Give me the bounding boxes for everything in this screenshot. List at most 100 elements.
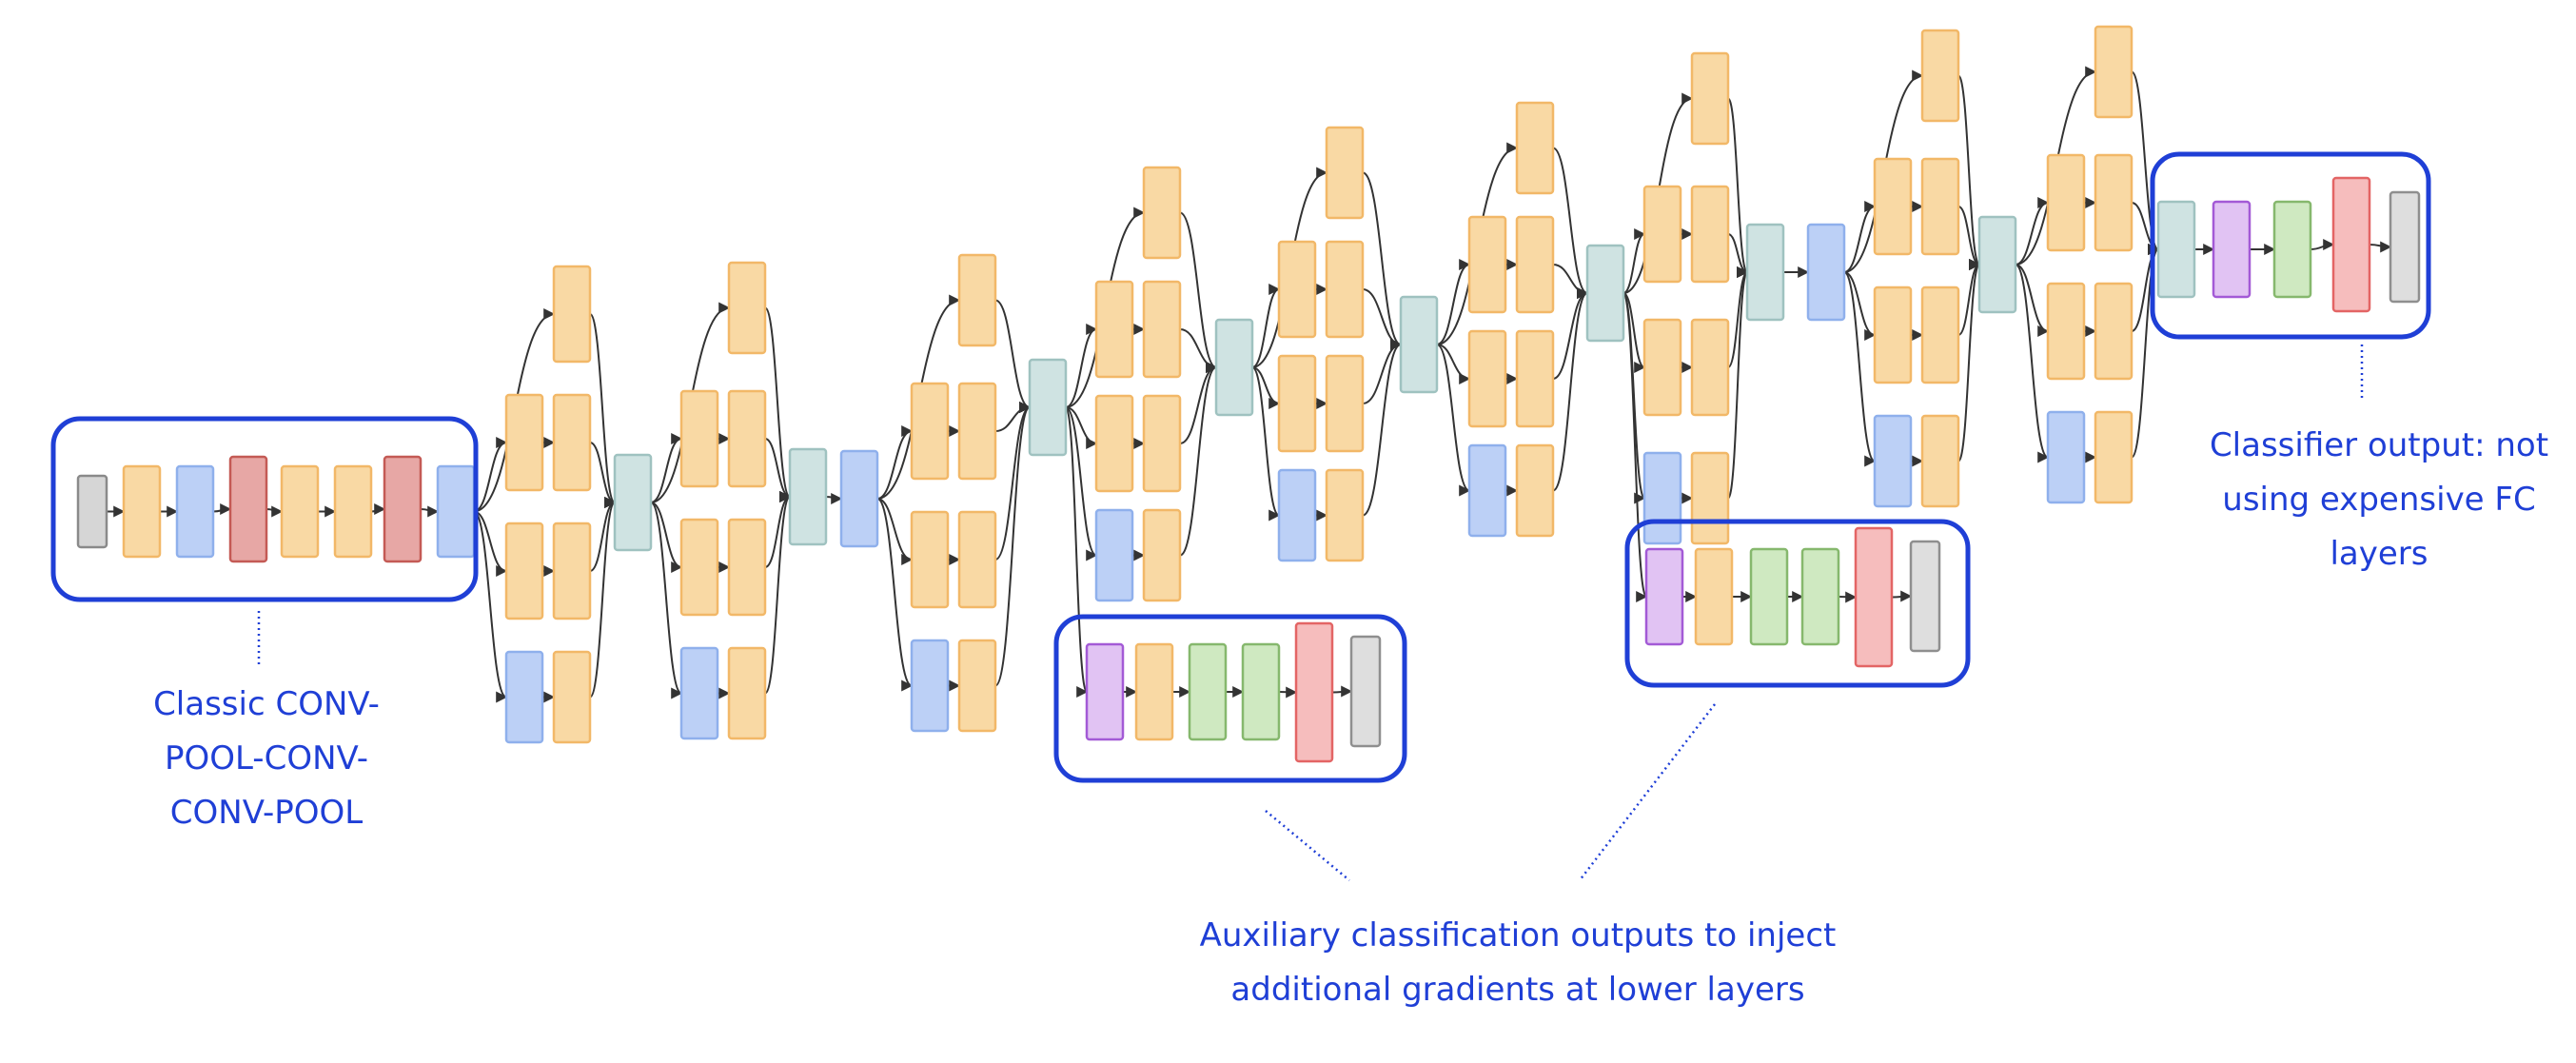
pool-layer-block (1873, 414, 1913, 508)
pool-layer-block (679, 646, 719, 740)
concat-layer-block (1028, 358, 1068, 457)
edge-arrow (994, 402, 1032, 687)
edge-arrow (265, 505, 284, 518)
softact-layer-block (2331, 176, 2371, 313)
conv-layer-block (552, 650, 592, 744)
softmax-layer-block (1349, 635, 1382, 748)
edge-arrow (2369, 241, 2392, 253)
edge-arrow (1436, 344, 1471, 497)
stem-caption: Classic CONV- POOL-CONV- CONV-POOL (124, 678, 409, 840)
edge-arrow (1957, 74, 1981, 270)
fc-layer-block (1800, 547, 1840, 646)
avgpool-layer-block (1085, 642, 1125, 741)
conv-layer-block (1515, 215, 1555, 314)
edge-arrow (1552, 287, 1589, 492)
stem-highlight-box (50, 416, 479, 602)
edge-arrow (994, 299, 1032, 413)
concat-layer-block (613, 453, 653, 552)
edge-arrow (1552, 147, 1589, 299)
edge-arrow (876, 425, 914, 500)
conv-layer-block (1094, 394, 1134, 493)
edge-arrow (1622, 292, 1648, 602)
fc-layer-block (1188, 642, 1228, 741)
auxiliary-leader-line-1 (1265, 810, 1350, 881)
edge-arrow (1957, 259, 1981, 463)
conv-layer-block (2094, 153, 2134, 252)
edge-arrow (994, 402, 1032, 561)
edge-arrow (473, 510, 508, 577)
edge-arrow (650, 502, 683, 573)
conv-layer-block (1515, 101, 1555, 195)
conv-layer-block (1873, 285, 1913, 384)
edge-arrow (1843, 271, 1877, 467)
avgpool-layer-block (2212, 200, 2252, 299)
conv-layer-block (1277, 354, 1317, 453)
pool-layer-block (839, 449, 879, 548)
conv-layer-block (1920, 414, 1960, 508)
conv-layer-block (1690, 185, 1730, 284)
auxiliary-caption-line-1: Auxiliary classification outputs to inje… (1199, 916, 1837, 955)
conv-layer-block (2094, 410, 2134, 504)
edge-arrow (473, 437, 508, 513)
edge-arrow (1331, 685, 1353, 698)
edge-arrow (1278, 686, 1298, 699)
conv-layer-block (679, 518, 719, 617)
fc-layer-block (1749, 547, 1789, 646)
pool-layer-block (504, 650, 544, 744)
edge-arrow (1251, 366, 1281, 522)
pool-layer-block (2046, 410, 2086, 504)
conv-layer-block (1277, 240, 1317, 339)
conv-layer-block (727, 389, 767, 488)
conv-layer-block (552, 522, 592, 620)
edge-arrow (2015, 197, 2050, 266)
stem-caption-line-1: Classic CONV- (153, 685, 380, 723)
conv-layer-block (504, 522, 544, 620)
conv-layer-block (280, 464, 320, 559)
edge-arrow (1436, 344, 1471, 384)
conv-layer-block (910, 510, 950, 609)
conv-layer-block (679, 389, 719, 488)
auxiliary-highlight-box-1 (1053, 614, 1407, 783)
auxiliary-caption-line-2: additional gradients at lower layers (1230, 971, 1805, 1009)
conv-layer-block (1920, 285, 1960, 384)
pool-layer-block (1094, 508, 1134, 602)
edge-arrow (1179, 211, 1218, 373)
conv-layer-block (504, 393, 544, 492)
edge-arrow (1362, 339, 1403, 404)
edge-arrow (1843, 201, 1877, 273)
conv-layer-block (957, 253, 997, 347)
conv-layer-block (1515, 443, 1555, 538)
edge-arrow (1362, 339, 1403, 517)
conv-layer-block (2094, 25, 2134, 119)
conv-layer-block (910, 382, 950, 481)
conv-layer-block (1920, 157, 1960, 256)
edge-arrow (1065, 406, 1098, 561)
edge-arrow (1622, 228, 1646, 294)
conv-layer-block (1690, 318, 1730, 417)
edge-arrow (1843, 271, 1877, 341)
conv-layer-block (122, 464, 162, 559)
edge-arrow (1065, 406, 1098, 449)
conv-layer-block (1142, 166, 1182, 260)
conv-layer-block (2046, 282, 2086, 381)
pool-layer-block (910, 639, 950, 733)
fc-layer-block (1241, 642, 1281, 741)
classifier-caption-line-1: Classifier output: not (2209, 426, 2549, 464)
conv-layer-block (1690, 451, 1730, 545)
conv-layer-block (1642, 185, 1682, 284)
concat-layer-block (1977, 215, 2017, 314)
leader-layer (257, 344, 2364, 881)
edge-arrow (1362, 171, 1403, 350)
edge-arrow (876, 498, 914, 565)
edge-arrow (650, 502, 683, 699)
edge-arrow (1065, 406, 1089, 698)
edge-arrow (212, 503, 232, 516)
auxiliary-leader-line-2 (1579, 703, 1716, 881)
norm-layer-block (228, 455, 268, 563)
edge-arrow (1838, 591, 1858, 603)
conv-layer-block (1142, 508, 1182, 602)
edge-arrow (2015, 264, 2050, 463)
edge-arrow (1251, 284, 1281, 368)
